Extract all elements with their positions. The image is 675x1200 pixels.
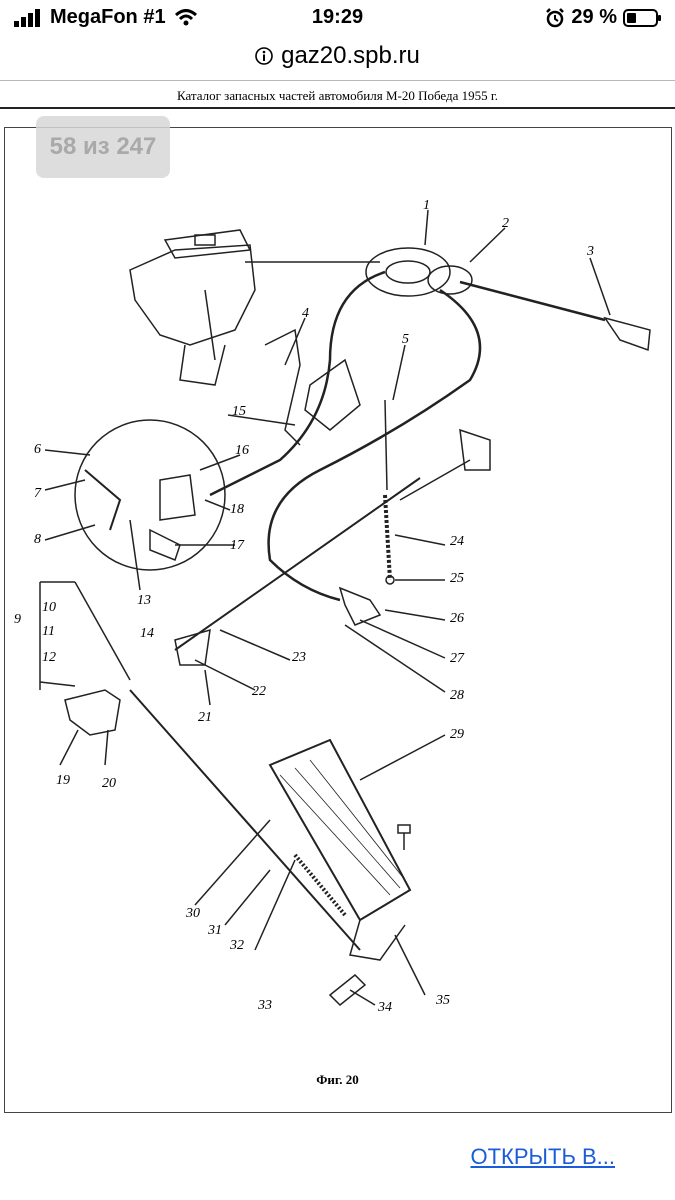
url-domain[interactable]: gaz20.spb.ru — [281, 42, 420, 69]
callout-7: 7 — [34, 486, 41, 501]
url-bar[interactable]: gaz20.spb.ru — [0, 36, 675, 76]
callout-2: 2 — [502, 216, 509, 231]
callout-20: 20 — [102, 776, 116, 791]
status-left: MegaFon #1 — [14, 6, 198, 29]
header-rule — [0, 107, 675, 109]
callout-17: 17 — [230, 538, 244, 553]
callout-32: 32 — [230, 938, 244, 953]
callout-14: 14 — [140, 626, 154, 641]
callout-4: 4 — [302, 306, 309, 321]
callout-35: 35 — [436, 993, 450, 1008]
carrier-name: MegaFon #1 — [50, 6, 166, 28]
callout-3: 3 — [587, 244, 594, 259]
callout-27: 27 — [450, 651, 464, 666]
page-counter-badge: 58 из 247 — [36, 116, 170, 178]
status-time: 19:29 — [311, 6, 364, 28]
callout-1: 1 — [423, 198, 430, 213]
status-right: 29 % — [545, 6, 663, 29]
callout-5: 5 — [402, 332, 409, 347]
callout-15: 15 — [232, 404, 246, 419]
callout-24: 24 — [450, 534, 464, 549]
callout-6: 6 — [34, 442, 41, 457]
document-header: Каталог запасных частей автомобиля М-20 … — [176, 88, 499, 103]
open-in-button[interactable]: ОТКРЫТЬ В... — [470, 1144, 615, 1169]
callout-33: 33 — [258, 998, 272, 1013]
figure-caption: Фиг. 20 — [316, 1072, 359, 1087]
callout-21: 21 — [198, 710, 212, 725]
battery-percent: 29 % — [571, 6, 617, 28]
callout-26: 26 — [450, 611, 464, 626]
callout-25: 25 — [450, 571, 464, 586]
callout-13: 13 — [137, 593, 151, 608]
callout-11: 11 — [42, 624, 55, 639]
callout-30: 30 — [186, 906, 200, 921]
callout-12: 12 — [42, 650, 56, 665]
callout-16: 16 — [235, 443, 249, 458]
callout-29: 29 — [450, 727, 464, 742]
callout-8: 8 — [34, 532, 41, 547]
alarm-icon — [546, 7, 565, 27]
signal-icon — [14, 8, 40, 27]
battery-icon — [623, 8, 661, 27]
callout-31: 31 — [208, 923, 222, 938]
status-bar: MegaFon #1 19:29 29 % — [0, 0, 675, 36]
document-page[interactable] — [4, 127, 672, 1113]
url-divider — [0, 80, 675, 81]
wifi-icon — [174, 8, 197, 25]
info-icon[interactable] — [255, 47, 273, 65]
callout-9: 9 — [14, 612, 21, 627]
callout-22: 22 — [252, 684, 266, 699]
callout-10: 10 — [42, 600, 56, 615]
callout-34: 34 — [378, 1000, 392, 1015]
callout-23: 23 — [292, 650, 306, 665]
callout-28: 28 — [450, 688, 464, 703]
callout-18: 18 — [230, 502, 244, 517]
callout-19: 19 — [56, 773, 70, 788]
